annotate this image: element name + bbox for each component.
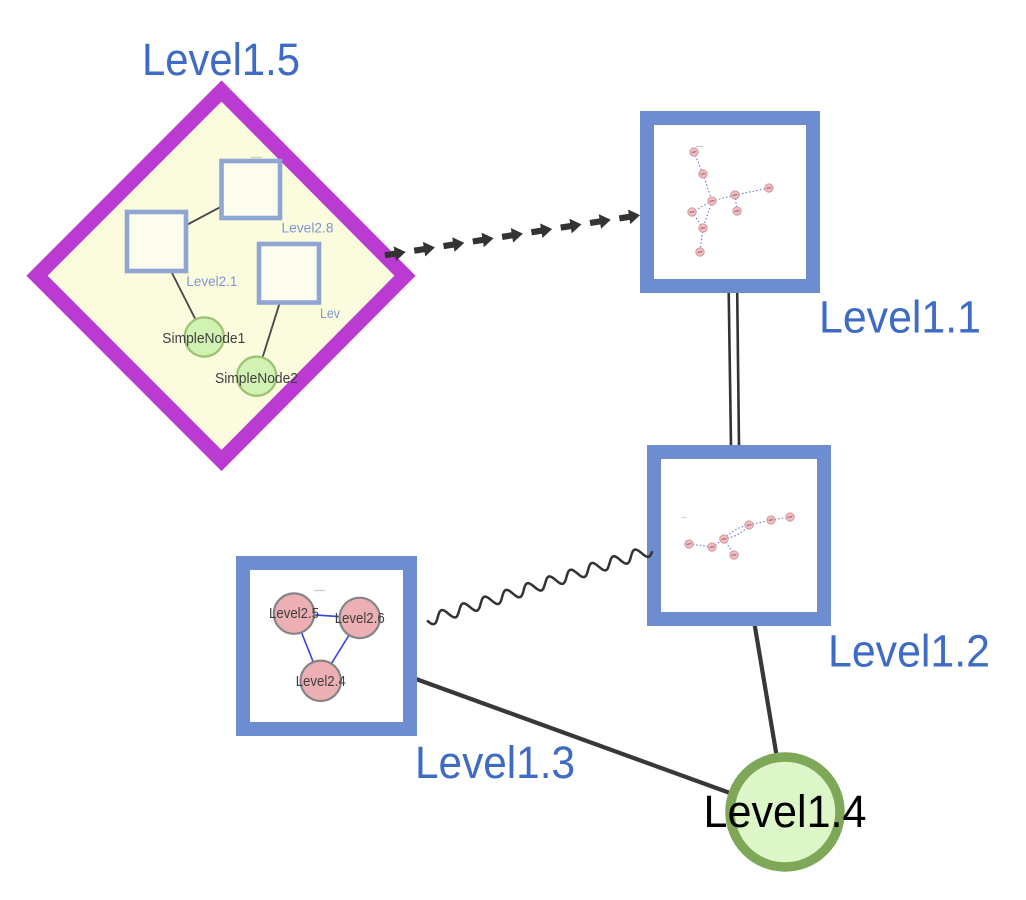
svg-text:Level1.4: Level1.4	[704, 786, 867, 837]
svg-text:SimpleNode2: SimpleNode2	[215, 370, 298, 387]
svg-text:Level1.5: Level1.5	[142, 34, 300, 85]
svg-text:Lev: Lev	[320, 305, 340, 321]
svg-text:Level2.1: Level2.1	[186, 273, 237, 289]
svg-text:Level1.2: Level1.2	[828, 626, 990, 677]
svg-text:Level2.4: Level2.4	[296, 674, 346, 690]
svg-text:Level2.5: Level2.5	[269, 606, 319, 622]
svg-text:Level1.3: Level1.3	[415, 737, 575, 788]
svg-text:SimpleNode1: SimpleNode1	[162, 330, 245, 347]
svg-text:Level2.8: Level2.8	[282, 220, 334, 236]
svg-text:Level2.6: Level2.6	[335, 611, 385, 627]
svg-text:Level1.1: Level1.1	[819, 292, 981, 343]
